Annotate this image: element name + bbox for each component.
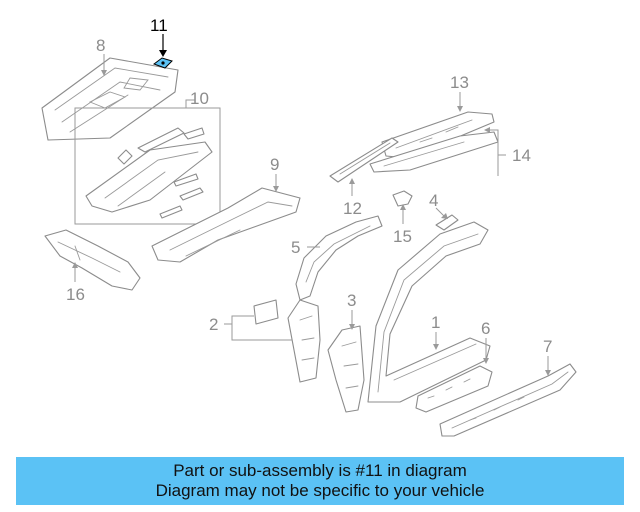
part-12-sill-strip: [329, 137, 399, 183]
part-1-body-side: [367, 221, 491, 403]
part-10-floor-reinforcement: [74, 107, 221, 225]
callout-6: 6: [481, 319, 490, 338]
callout-11: 11: [150, 16, 168, 35]
part-11-bracket: [152, 57, 173, 69]
callout-9: 9: [270, 155, 279, 174]
callout-16: 16: [66, 285, 85, 304]
callout-13: 13: [450, 73, 469, 92]
part-13-rocker-inner: [381, 111, 495, 159]
part-8-floor-pan: [41, 57, 179, 141]
exploded-parts-diagram: 11 8 10 9 16 13 14 12 15 4 5 2 3 1 6 7: [41, 16, 577, 437]
part-9-floor-side: [151, 187, 301, 263]
callout-3: 3: [347, 291, 356, 310]
banner-line-part-number: Part or sub-assembly is #11 in diagram: [173, 461, 467, 480]
part-7-rocker-outer: [439, 363, 577, 437]
callout-12: 12: [343, 199, 362, 218]
callout-4: 4: [429, 191, 438, 210]
part-15-clip: [392, 190, 413, 207]
callout-7: 7: [543, 337, 552, 356]
part-16-front-member: [44, 229, 141, 291]
banner-line-disclaimer: Diagram may not be specific to your vehi…: [155, 481, 485, 500]
part-6-rocker-panel: [415, 365, 493, 413]
part-5-pillar-reinforcement: [295, 215, 383, 301]
callout-1: 1: [431, 313, 440, 332]
leader-lines: [72, 34, 551, 376]
callout-8: 8: [96, 36, 105, 55]
callout-5: 5: [291, 238, 300, 257]
callout-15: 15: [393, 227, 412, 246]
part-3-lower-pillar: [327, 325, 365, 413]
part-2-hinge-reinforcement: [253, 299, 321, 383]
info-banner: Part or sub-assembly is #11 in diagram D…: [16, 457, 624, 505]
callout-10: 10: [190, 89, 209, 108]
callout-2: 2: [209, 315, 218, 334]
callout-14: 14: [512, 146, 531, 165]
